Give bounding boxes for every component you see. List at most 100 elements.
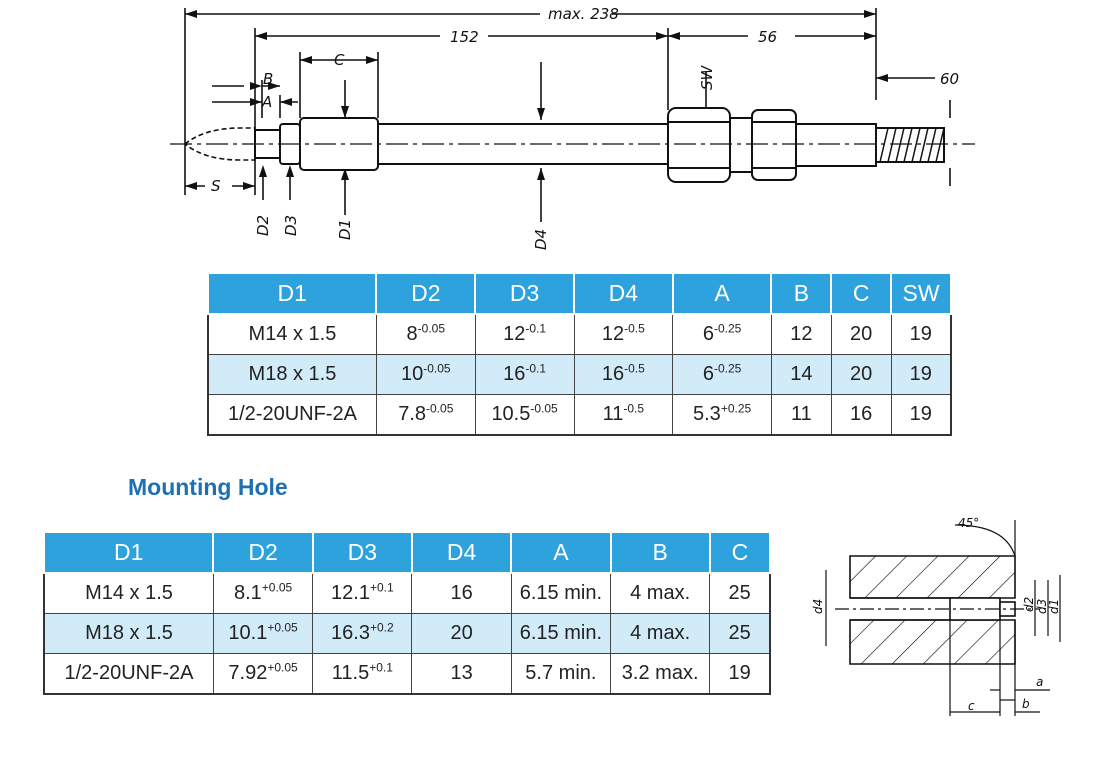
cell-value: M18 x 1.5 [248,363,337,385]
table-cell: 11-0.5 [573,394,674,436]
column-header-a: A [510,531,612,574]
hole-d4-label: d4 [811,599,825,614]
cell-tolerance: +0.05 [267,620,298,635]
cell-value: 13 [450,662,473,684]
table-cell: 16 [411,572,512,614]
table-cell: 19 [709,653,771,695]
cell-value: 16 [601,363,625,385]
cell-tolerance: +0.25 [720,401,752,416]
column-header-d2: D2 [375,272,477,315]
dim-c: C [334,51,345,69]
cell-value: 11 [602,403,624,425]
table-cell: M14 x 1.5 [207,313,377,355]
table-cell: 20 [830,313,892,355]
cell-value: M18 x 1.5 [85,622,173,644]
cell-value: 6.15 min. [519,622,603,644]
table-cell: 10.1+0.05 [212,613,314,654]
table-cell: 19 [890,354,952,395]
cell-value: 4 max. [630,582,691,604]
column-header-c: C [830,272,893,315]
cell-tolerance: -0.05 [530,401,558,416]
table-cell: 20 [411,613,512,654]
dim-d2: D2 [254,215,272,236]
cell-value: 19 [909,323,932,345]
cell-value: 10.1 [228,622,268,644]
cell-value: 7.8 [398,403,427,425]
sensor-dimension-drawing: max. 238 152 56 60 C B A S SW D2 D3 D1 D… [170,5,975,250]
column-header-b: B [609,531,711,574]
cell-value: M14 x 1.5 [85,582,173,604]
cell-value: 16 [450,582,473,604]
cell-tolerance: -0.05 [417,321,446,336]
dim-sw: SW [698,64,716,90]
cell-value: 6 [702,323,714,345]
table-cell: 1/2-20UNF-2A [207,394,377,436]
table-cell: 3.2 max. [610,653,711,695]
table-cell: 10-0.05 [375,354,476,395]
table-cell: M14 x 1.5 [43,572,214,614]
cell-value: 11.5 [331,662,370,684]
column-header-sw: SW [890,272,952,315]
cell-tolerance: -0.5 [624,321,645,336]
cell-value: 10 [400,363,424,385]
table-cell: 13 [411,653,512,695]
cell-value: 1/2-20UNF-2A [227,403,357,425]
cell-tolerance: +0.05 [261,580,293,595]
table-cell: 12-0.5 [573,313,674,355]
table-cell: 20 [830,354,892,395]
table-cell: 10.5-0.05 [474,394,575,436]
dim-s: S [211,177,221,195]
cell-value: 1/2-20UNF-2A [64,662,194,684]
dim-max-238: max. 238 [548,5,619,23]
cell-value: 16 [503,363,526,385]
table-cell: 16 [830,394,892,436]
table-cell: 16-0.1 [474,354,575,395]
cell-value: 12.1 [331,582,370,604]
table-cell: 6.15 min. [510,613,612,654]
table-cell: 11.5+0.1 [312,653,413,695]
dim-d3: D3 [282,215,300,236]
cell-tolerance: -0.1 [525,321,547,336]
cell-value: 25 [728,622,751,644]
table-cell: 6.15 min. [510,572,612,614]
cell-value: 6.15 min. [519,582,603,604]
table-cell: 6-0.25 [672,313,772,355]
cell-value: 20 [850,323,873,345]
cell-tolerance: -0.25 [713,321,742,336]
cell-value: 12 [601,323,625,345]
table-cell: 1/2-20UNF-2A [43,653,214,695]
hole-d1-label: d1 [1047,599,1061,614]
column-header-d1: D1 [206,272,378,315]
cell-tolerance: -0.05 [426,401,454,416]
hole-c-label: c [968,699,975,713]
table-cell: 7.8-0.05 [375,394,476,436]
table-cell: 19 [890,394,952,436]
hole-a-label: a [1036,675,1043,689]
table-cell: 8-0.05 [375,313,476,355]
cell-tolerance: -0.05 [423,361,451,376]
cell-value: 19 [909,403,932,425]
dim-b: B [263,70,273,88]
column-header-d1: D1 [42,531,215,574]
cell-value: 8 [406,323,418,345]
section-heading: Mounting Hole [128,474,288,500]
table-cell: 16.3+0.2 [312,613,413,654]
dim-60: 60 [940,70,959,88]
cell-value: 25 [728,582,751,604]
cell-value: 3.2 max. [621,662,699,684]
table-cell: 19 [890,313,952,355]
column-header-d4: D4 [573,272,674,315]
cell-value: 16.3 [331,622,370,644]
cell-value: M14 x 1.5 [248,323,337,345]
cell-value: 16 [850,403,873,425]
dim-56: 56 [758,28,777,46]
cell-value: 5.7 min. [525,662,597,684]
column-header-c: C [708,531,772,574]
cell-value: 4 max. [630,622,691,644]
cell-value: 20 [850,363,873,385]
cell-value: 12 [503,323,526,345]
